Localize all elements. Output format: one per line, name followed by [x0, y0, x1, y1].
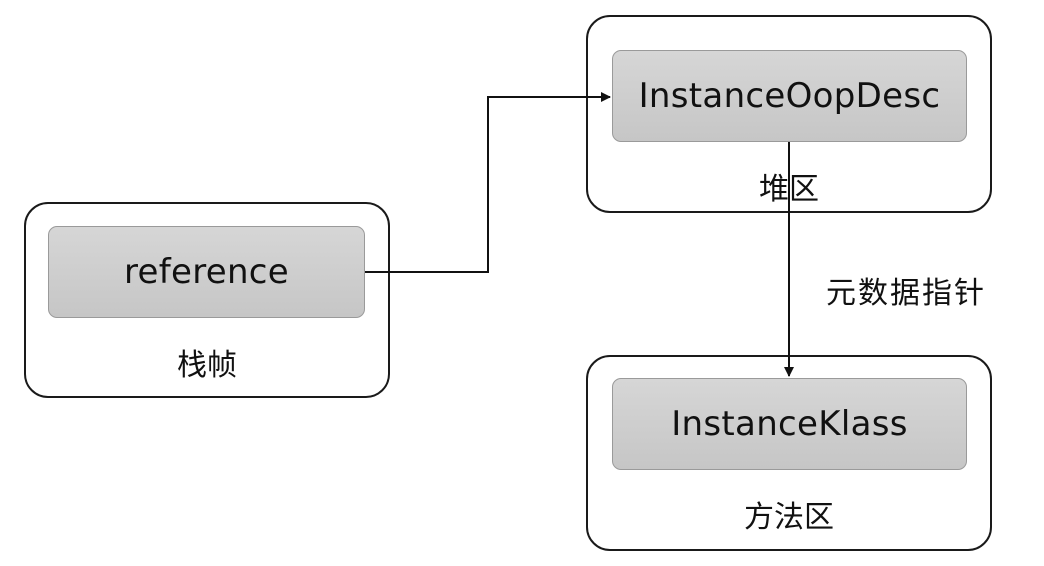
method-area-label: 方法区: [744, 500, 834, 535]
metadata-pointer-label: 元数据指针: [826, 276, 986, 311]
stack-frame-label: 栈帧: [177, 348, 237, 383]
instance-oop-desc-node: InstanceOopDesc: [612, 50, 967, 142]
reference-node: reference: [48, 226, 365, 318]
instance-klass-node: InstanceKlass: [612, 378, 967, 470]
reference-to-oop-arrow: [365, 92, 611, 273]
